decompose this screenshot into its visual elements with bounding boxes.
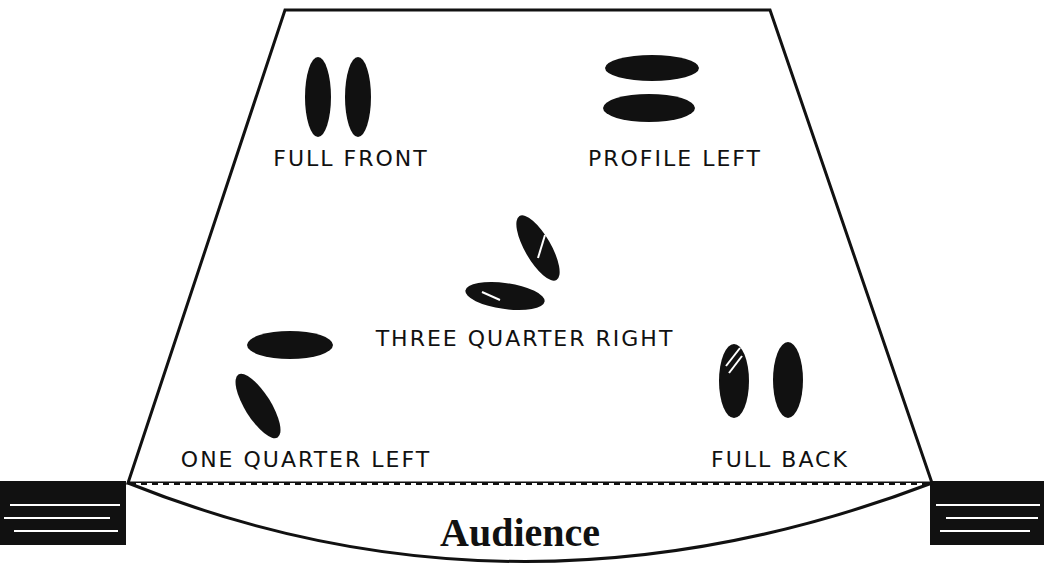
footprint-highlights xyxy=(482,235,742,373)
audience-label: Audience xyxy=(440,510,600,556)
position-label: THREE QUARTER RIGHT xyxy=(376,326,675,351)
position-label: FULL FRONT xyxy=(273,146,428,171)
position-label: FULL BACK xyxy=(711,447,849,472)
position-label: PROFILE LEFT xyxy=(588,146,762,171)
stage-floor xyxy=(128,10,932,483)
curtain-line xyxy=(130,483,930,485)
position-label: ONE QUARTER LEFT xyxy=(181,447,431,472)
apron xyxy=(128,483,932,562)
footprints xyxy=(227,55,803,444)
